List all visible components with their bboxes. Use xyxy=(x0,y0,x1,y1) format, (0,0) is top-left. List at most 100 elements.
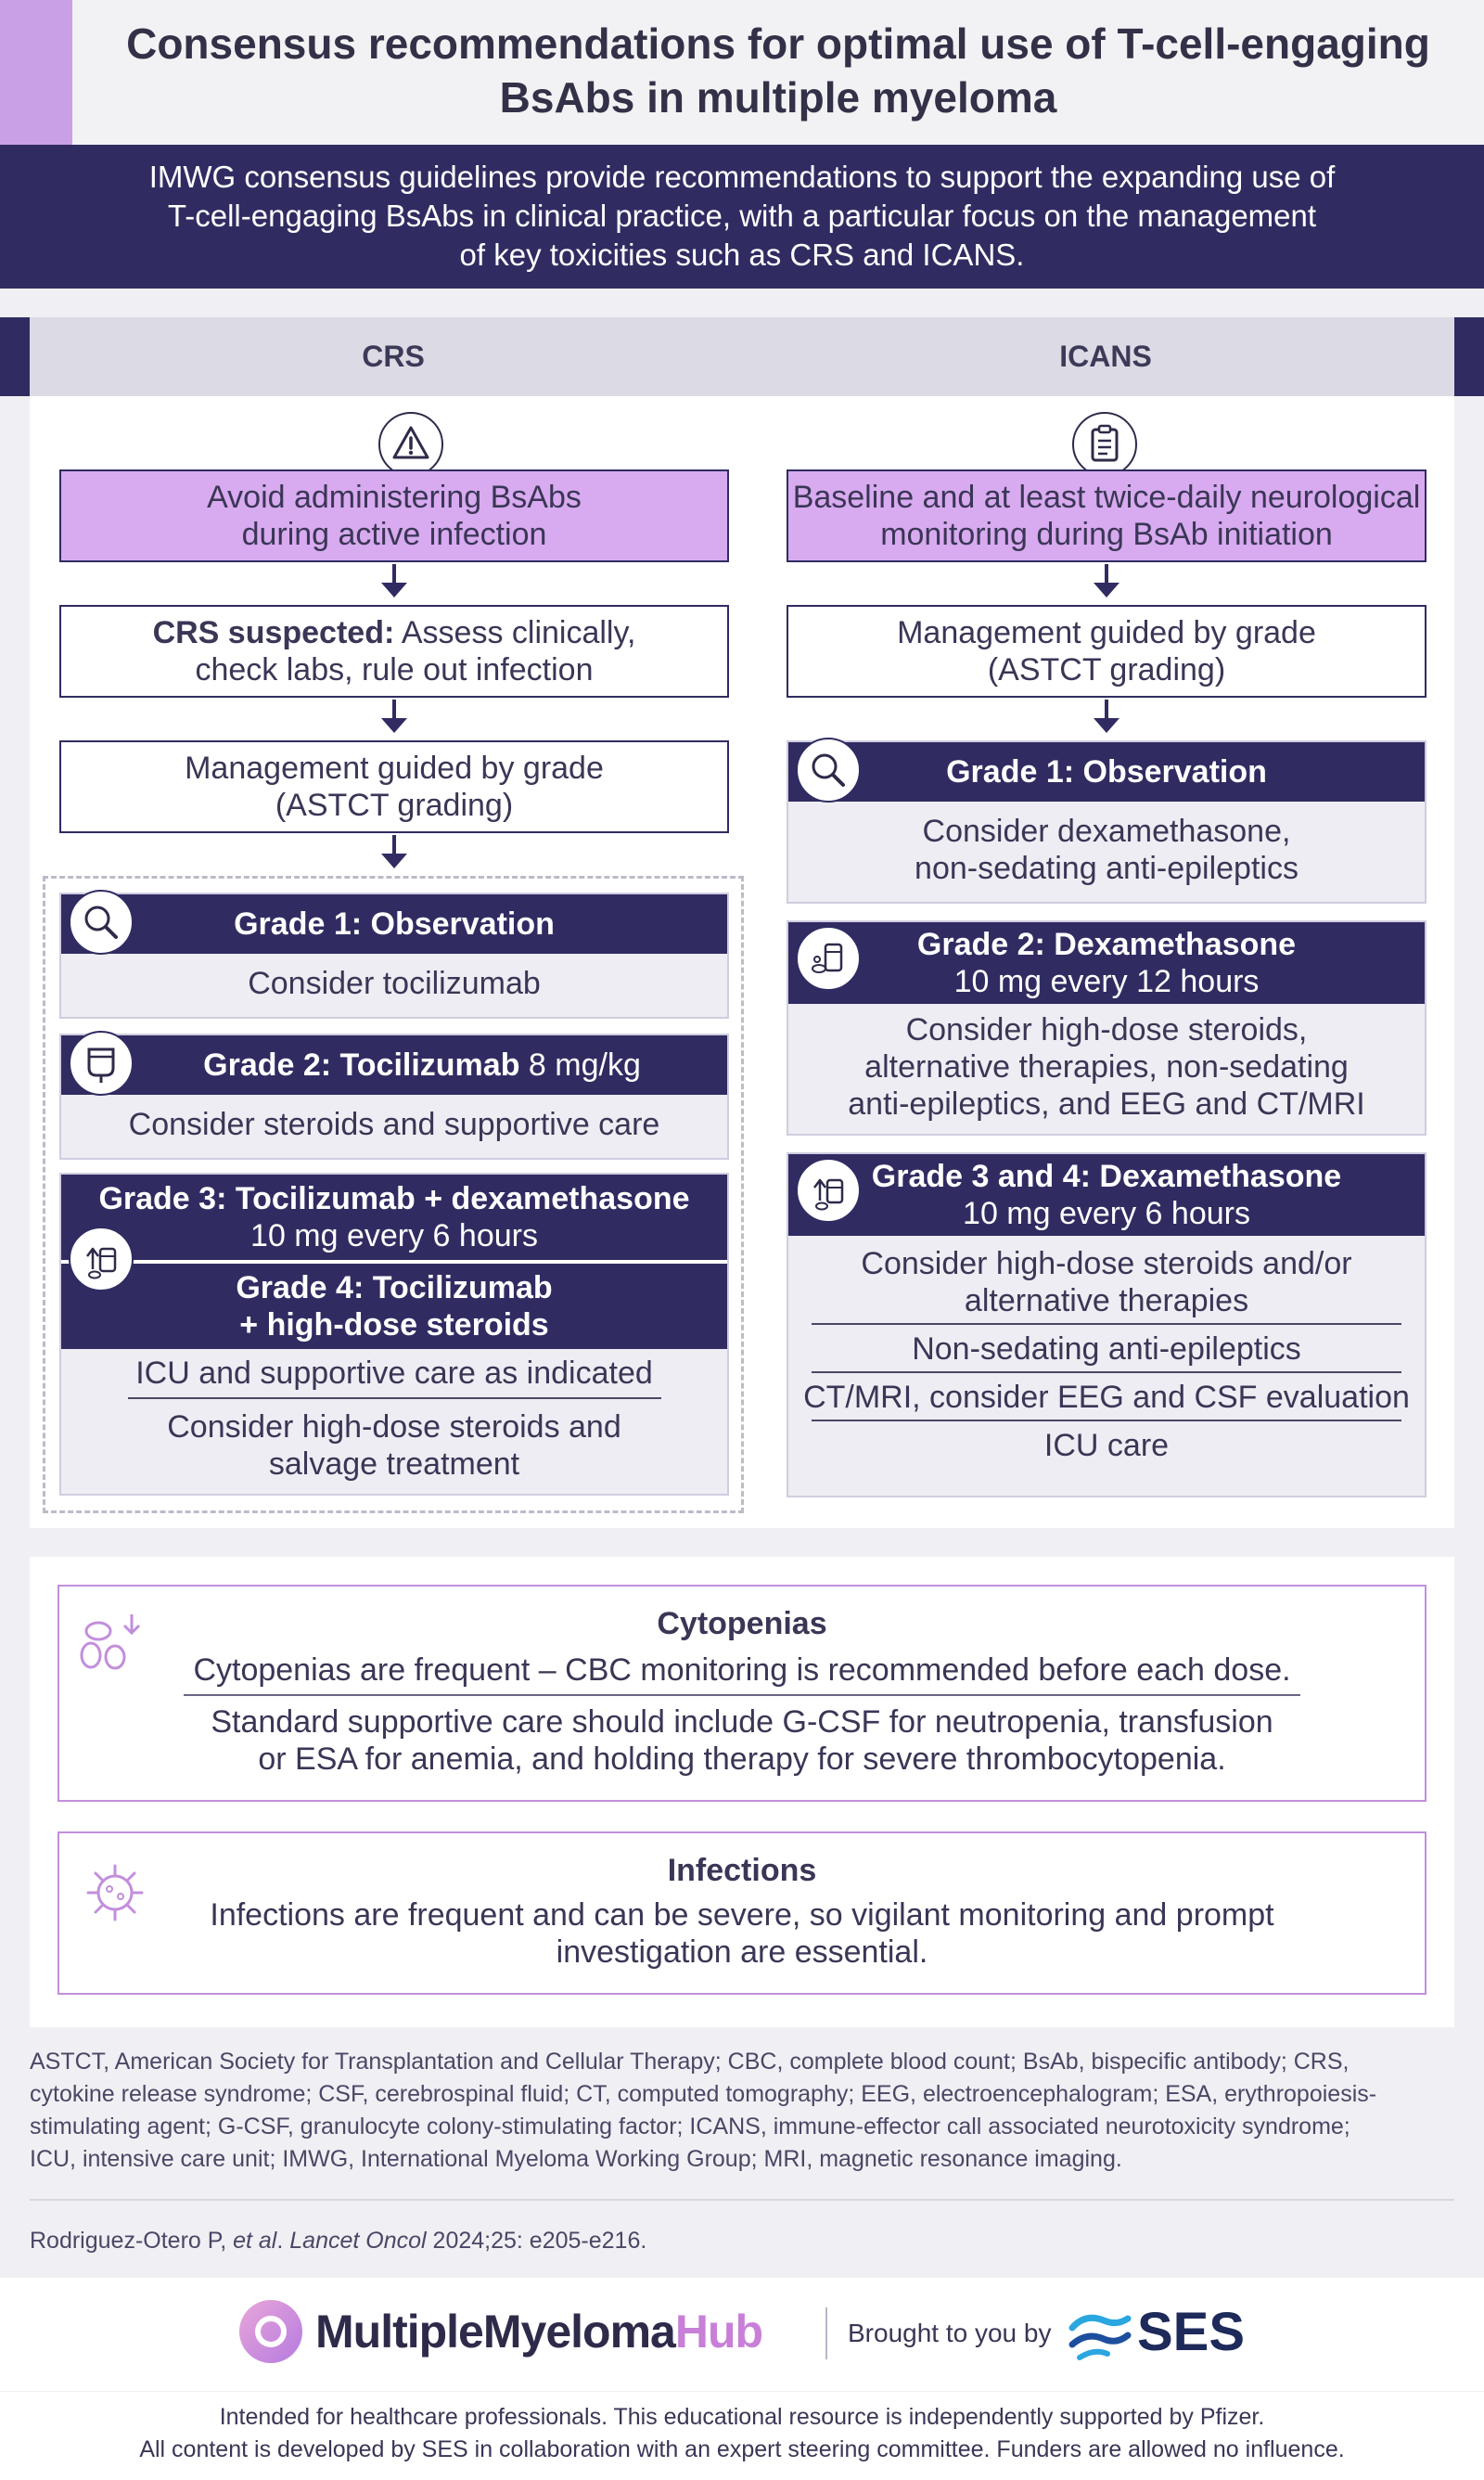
virus-icon xyxy=(80,1857,150,1933)
icans-grade2-card: Grade 2: Dexamethasone 10 mg every 12 ho… xyxy=(787,920,1426,1136)
medication-up-icon xyxy=(69,1227,134,1291)
icans-box2-line1: Management guided by grade xyxy=(897,615,1316,650)
reference-journal: Lancet Oncol xyxy=(289,2228,427,2254)
icans-monitoring-box: Baseline and at least twice-daily neurol… xyxy=(787,469,1426,562)
icans-column: ICANS Baseline and at least twice-daily … xyxy=(757,317,1454,1528)
page-title: Consensus recommendations for optimal us… xyxy=(72,17,1484,124)
logo-divider xyxy=(825,2307,827,2359)
cytopenias-box: Cytopenias Cytopenias are frequent – CBC… xyxy=(58,1585,1426,1802)
cytopenias-title: Cytopenias xyxy=(657,1606,827,1641)
crs-heading: CRS xyxy=(30,317,757,396)
reference-etal: et al xyxy=(233,2228,277,2254)
crs-grade4-icu: ICU and supportive care as indicated xyxy=(135,1356,653,1391)
crs-suspected-text: Assess clinically, xyxy=(394,615,636,650)
magnifier-icon xyxy=(796,738,861,803)
crs-box1-line2: during active infection xyxy=(241,517,547,552)
crs-grade3-4-card: Grade 3: Tocilizumab + dexamethasone 10 … xyxy=(59,1173,729,1496)
title-line-2: BsAbs in multiple myeloma xyxy=(499,73,1057,122)
cytopenias-line-1: Cytopenias are frequent – CBC monitoring… xyxy=(193,1652,1291,1688)
footer-line-1: Intended for healthcare professionals. T… xyxy=(219,2404,1265,2430)
icans-grade34-body-3: CT/MRI, consider EEG and CSF evaluation xyxy=(803,1380,1410,1415)
abbreviations-line-2: cytokine release syndrome; CSF, cerebros… xyxy=(30,2081,1377,2107)
reference-dot: . xyxy=(276,2228,290,2254)
warning-triangle-icon xyxy=(378,412,443,477)
intro-line-2: T-cell-engaging BsAbs in clinical practi… xyxy=(167,199,1317,233)
icans-box1-line2: monitoring during BsAb initiation xyxy=(880,517,1333,552)
magnifier-icon xyxy=(69,890,134,955)
crs-management-box: Management guided by grade (ASTCT gradin… xyxy=(59,740,729,833)
icans-grade2-title: Grade 2: Dexamethasone xyxy=(916,927,1297,962)
right-edge-bar xyxy=(1454,317,1484,396)
medication-up-icon xyxy=(796,1158,861,1223)
icans-grade34-body-1b: alternative therapies xyxy=(964,1283,1249,1318)
icans-grade1-body-1: Consider dexamethasone, xyxy=(922,814,1291,849)
crs-box1-line1: Avoid administering BsAbs xyxy=(207,480,582,515)
infections-title: Infections xyxy=(667,1853,817,1888)
intro-line-1: IMWG consensus guidelines provide recomm… xyxy=(148,160,1336,194)
abbreviations: ASTCT, American Society for Transplantat… xyxy=(30,2046,1458,2176)
reference-authors: Rodriguez-Otero P, xyxy=(30,2228,234,2254)
abbreviations-line-3: stimulating agent; G-CSF, granulocyte co… xyxy=(30,2114,1350,2139)
medication-icon xyxy=(796,926,861,991)
header: Consensus recommendations for optimal us… xyxy=(0,0,1484,145)
icans-grade2-body-1: Consider high-dose steroids, xyxy=(905,1012,1308,1047)
multiple-myeloma-hub-logo: MultipleMyelomaHub xyxy=(315,2302,763,2361)
icans-box2-line2: (ASTCT grading) xyxy=(987,652,1226,687)
crs-grade4-title-2: + high-dose steroids xyxy=(239,1307,549,1343)
crs-box3-line2: (ASTCT grading) xyxy=(275,788,514,823)
icans-grade34-title: Grade 3 and 4: Dexamethasone xyxy=(871,1159,1342,1194)
footer-line-2: All content is developed by SES in colla… xyxy=(139,2436,1345,2462)
crs-grade2-card: Grade 2: Tocilizumab 8 mg/kg Consider st… xyxy=(59,1034,729,1160)
icans-grade34-body-2: Non-sedating anti-epileptics xyxy=(912,1331,1301,1367)
abbreviations-line-4: ICU, intensive care unit; IMWG, Internat… xyxy=(30,2146,1122,2172)
icans-grade1-title: Grade 1: Observation xyxy=(946,754,1267,790)
crs-grade3-title: Grade 3: Tocilizumab + dexamethasone xyxy=(98,1181,690,1216)
blood-cells-down-icon xyxy=(78,1607,152,1686)
icans-grade34-body-1a: Consider high-dose steroids and/or xyxy=(861,1246,1352,1281)
logo-word-myeloma: Myeloma xyxy=(482,2306,676,2358)
cytopenias-line-2: Standard supportive care should include … xyxy=(211,1704,1273,1740)
crs-grade4-salvage-2: salvage treatment xyxy=(268,1446,520,1482)
icans-grade34-dose: 10 mg every 6 hours xyxy=(963,1196,1250,1231)
crs-grade1-card: Grade 1: Observation Consider tocilizuma… xyxy=(59,893,729,1019)
crs-grade4-salvage-1: Consider high-dose steroids and xyxy=(167,1409,621,1445)
crs-grade2-title: Grade 2: Tocilizumab xyxy=(203,1047,520,1083)
left-edge-bar xyxy=(0,317,30,396)
iv-bag-icon xyxy=(69,1031,134,1096)
icans-heading: ICANS xyxy=(757,317,1454,396)
icans-management-box: Management guided by grade (ASTCT gradin… xyxy=(787,605,1426,698)
icans-grade1-card: Grade 1: Observation Consider dexamethas… xyxy=(787,740,1426,904)
infections-box: Infections Infections are frequent and c… xyxy=(58,1831,1426,1995)
crs-column: CRS Avoid administering BsAbs during act… xyxy=(30,317,757,1528)
crs-grade3-dose: 10 mg every 6 hours xyxy=(250,1218,538,1253)
logo-word-multiple: Multiple xyxy=(315,2306,484,2358)
multiple-myeloma-hub-logo-icon xyxy=(239,2300,302,2363)
icans-grade34-body-4: ICU care xyxy=(1043,1428,1170,1463)
crs-grade1-body: Consider tocilizumab xyxy=(248,966,541,1001)
crs-grade2-body: Consider steroids and supportive care xyxy=(128,1107,660,1142)
crs-box3-line1: Management guided by grade xyxy=(185,751,604,786)
ses-logo-text: SES xyxy=(1137,2302,1246,2362)
crs-suspected-label: CRS suspected: xyxy=(152,615,395,650)
icans-grade2-dose: 10 mg every 12 hours xyxy=(953,964,1260,999)
infections-line-2: investigation are essential. xyxy=(556,1934,928,1970)
logo-word-hub: Hub xyxy=(674,2306,763,2358)
reference-citation: 2024;25: e205-e216. xyxy=(426,2228,647,2254)
icans-grade2-body-3: anti-epileptics, and EEG and CT/MRI xyxy=(848,1086,1365,1122)
icans-grade3-4-card: Grade 3 and 4: Dexamethasone 10 mg every… xyxy=(787,1152,1426,1497)
cytopenias-line-3: or ESA for anemia, and holding therapy f… xyxy=(258,1741,1226,1777)
logo-bar: MultipleMyelomaHub Brought to you by SES xyxy=(0,2278,1484,2391)
intro-line-3: of key toxicities such as CRS and ICANS. xyxy=(459,238,1025,272)
crs-grade4-title-1: Grade 4: Tocilizumab xyxy=(236,1270,553,1305)
abbreviations-line-1: ASTCT, American Society for Transplantat… xyxy=(30,2049,1350,2075)
infections-line-1: Infections are frequent and can be sever… xyxy=(210,1897,1274,1933)
header-accent-bar xyxy=(0,0,72,145)
intro-banner: IMWG consensus guidelines provide recomm… xyxy=(0,145,1484,289)
crs-box2-line2: check labs, rule out infection xyxy=(195,652,594,687)
crs-grade2-dose: 8 mg/kg xyxy=(519,1047,641,1083)
icans-grade2-body-2: alternative therapies, non-sedating xyxy=(864,1049,1349,1085)
title-line-1: Consensus recommendations for optimal us… xyxy=(126,19,1430,68)
reference: Rodriguez-Otero P, et al. Lancet Oncol 2… xyxy=(30,2225,1454,2257)
crs-grade1-title: Grade 1: Observation xyxy=(234,906,555,942)
brought-to-you-by: Brought to you by xyxy=(848,2319,1052,2347)
